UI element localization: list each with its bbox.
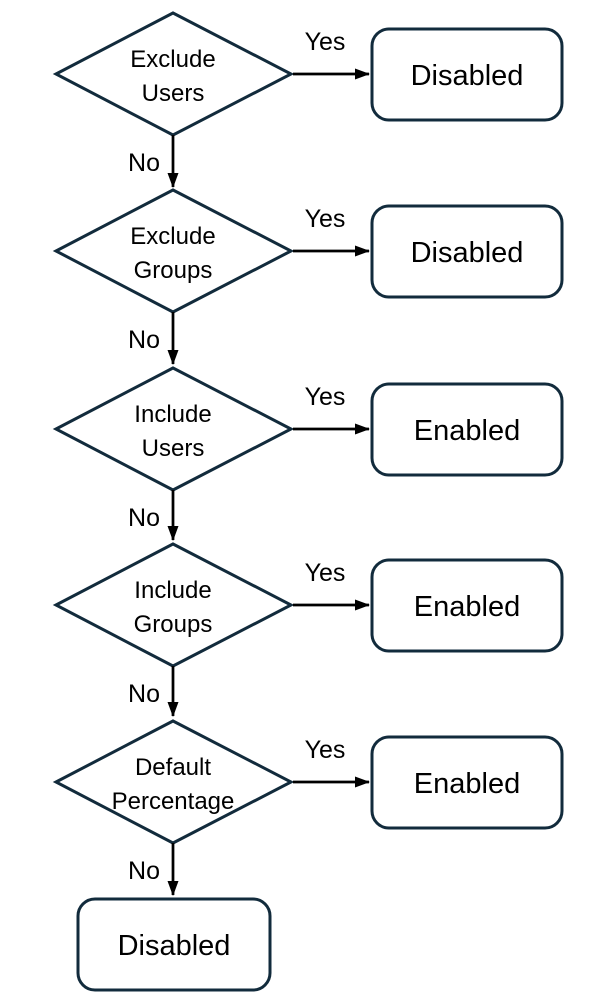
yes-label: Yes xyxy=(305,205,346,233)
decision-exclude-users-diamond xyxy=(52,11,295,137)
outcome-enabled-box-3 xyxy=(370,735,564,830)
no-label: No xyxy=(128,149,160,177)
no-label: No xyxy=(128,857,160,885)
final-outcome: Disabled xyxy=(76,897,272,992)
outcome-disabled-label-1: Disabled xyxy=(411,60,524,92)
outcome-disabled-box-2 xyxy=(370,204,564,299)
decision-include-groups-diamond xyxy=(52,542,295,668)
final-disabled-box xyxy=(76,897,272,992)
decision-exclude-users-label-line1: Exclude xyxy=(130,46,215,73)
decision-include-users-label-line1: Include xyxy=(134,401,211,428)
row-include-groups: Include Groups Yes Enabled No xyxy=(52,542,564,717)
yes-label: Yes xyxy=(305,28,346,56)
decision-default-percentage-label-line1: Default xyxy=(135,754,211,781)
outcome-enabled-label-2: Enabled xyxy=(414,591,520,623)
decision-include-users-label-line2: Users xyxy=(142,435,205,462)
decision-default-percentage-label-line2: Percentage xyxy=(112,788,235,815)
decision-include-groups-label-line2: Groups xyxy=(134,611,213,638)
no-label: No xyxy=(128,504,160,532)
decision-exclude-groups-label-line2: Groups xyxy=(134,257,213,284)
outcome-enabled-label-1: Enabled xyxy=(414,415,520,447)
decision-include-users-diamond xyxy=(52,366,295,492)
no-label: No xyxy=(128,680,160,708)
decision-include-groups-label-line1: Include xyxy=(134,577,211,604)
yes-label: Yes xyxy=(305,383,346,411)
row-default-percentage: Default Percentage Yes Enabled No xyxy=(52,719,564,896)
decision-exclude-groups-diamond xyxy=(52,188,295,314)
decision-exclude-users-label-line2: Users xyxy=(142,80,205,107)
outcome-disabled-box-1 xyxy=(370,27,564,122)
outcome-enabled-box-2 xyxy=(370,558,564,653)
outcome-disabled-label-2: Disabled xyxy=(411,237,524,269)
no-label: No xyxy=(128,326,160,354)
outcome-enabled-label-3: Enabled xyxy=(414,768,520,800)
final-disabled-label: Disabled xyxy=(118,930,231,962)
decision-default-percentage-diamond xyxy=(52,719,295,845)
row-exclude-users: Exclude Users Yes Disabled No xyxy=(52,11,564,188)
row-exclude-groups: Exclude Groups Yes Disabled No xyxy=(52,188,564,365)
yes-label: Yes xyxy=(305,736,346,764)
yes-label: Yes xyxy=(305,559,346,587)
decision-exclude-groups-label-line1: Exclude xyxy=(130,223,215,250)
outcome-enabled-box-1 xyxy=(370,382,564,477)
row-include-users: Include Users Yes Enabled No xyxy=(52,366,564,541)
